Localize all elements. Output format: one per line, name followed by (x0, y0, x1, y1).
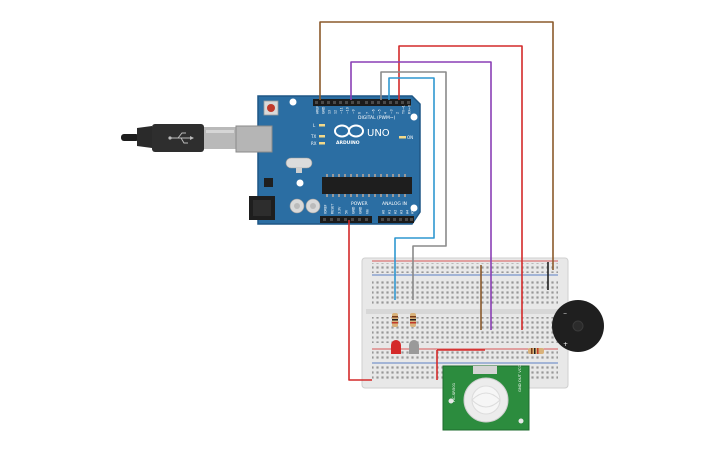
wire-red-power (348, 220, 372, 381)
wire-blue (388, 77, 435, 300)
power-pin-label: 5V (345, 209, 349, 214)
power-pin-label: 3.3V (338, 206, 342, 214)
svg-text:+: + (563, 341, 568, 348)
wire-gray (380, 71, 447, 300)
digital-pin-label: ~9 (352, 109, 356, 114)
power-pin-label: GND (359, 206, 363, 214)
pir-label-right: GND OUT VCC (517, 365, 522, 392)
wire-brown (319, 21, 554, 270)
l-led-label: L (313, 123, 316, 128)
resistor-right (528, 348, 544, 354)
tx-led-label: TX (310, 134, 316, 139)
wire-purple (350, 61, 492, 330)
power-header-label: POWER (351, 201, 368, 207)
digital-pin-label: AREF (316, 106, 320, 114)
digital-pin-label: 2 (396, 112, 400, 114)
analog-header-label: ANALOG IN (382, 201, 407, 207)
analog-pin-label: A3 (400, 210, 404, 214)
pir-sensor: HC-SR501 GND OUT VCC (442, 365, 530, 431)
digital-pin-label: GND (322, 106, 326, 114)
atmega-chip (322, 177, 412, 194)
digital-pin-label: ~6 (372, 109, 376, 114)
digital-pin-label: ~11 (340, 107, 344, 114)
rx-led-label: RX (311, 141, 317, 146)
digital-pin-label: 7 (366, 112, 370, 114)
analog-pin-label: A5 (411, 210, 415, 214)
resistor-left (392, 313, 398, 327)
red-led (391, 340, 401, 354)
analog-pin-label: A0 (382, 210, 386, 214)
on-led-label: ON (407, 135, 413, 140)
digital-pin-label: RX←0 (408, 105, 412, 114)
analog-pin-label: A4 (406, 210, 410, 214)
digital-pin-label: 12 (334, 110, 338, 114)
white-led (409, 340, 419, 354)
digital-pin-label: ~5 (378, 109, 382, 114)
analog-pin-label: A1 (388, 210, 392, 214)
board-model: UNO (367, 128, 390, 139)
power-pin-label: GND (352, 206, 356, 214)
infinity-logo-icon (334, 124, 364, 138)
svg-text:−: − (563, 311, 567, 317)
usb-cable (121, 124, 236, 152)
pir-label-left: HC-SR501 (451, 382, 456, 402)
arduino-uno-board: DIGITAL (PWM~) UNO ARDUINO L TX RX ON (235, 95, 421, 225)
digital-pin-label: 8 (358, 112, 362, 114)
wires (319, 21, 554, 381)
wire-red-top (398, 45, 523, 330)
usb-plug-icon (168, 132, 194, 144)
digital-header-label: DIGITAL (PWM~) (358, 115, 396, 121)
digital-pin-label: ~3 (390, 109, 394, 114)
digital-pin-label: 4 (384, 112, 388, 114)
analog-pin-label: A2 (394, 210, 398, 214)
piezo-buzzer: − + (552, 300, 604, 352)
power-pin-label: IOREF (324, 204, 328, 214)
resistor-middle (410, 313, 416, 327)
digital-pin-label: ~10 (346, 107, 350, 114)
board-brand: ARDUINO (336, 140, 360, 146)
power-pin-label: Vin (366, 209, 370, 214)
reset-button-icon[interactable] (263, 100, 279, 116)
power-pin-label: RESET (331, 204, 335, 214)
digital-pin-label: TX→1 (402, 105, 406, 115)
digital-pin-label: 13 (328, 110, 332, 114)
